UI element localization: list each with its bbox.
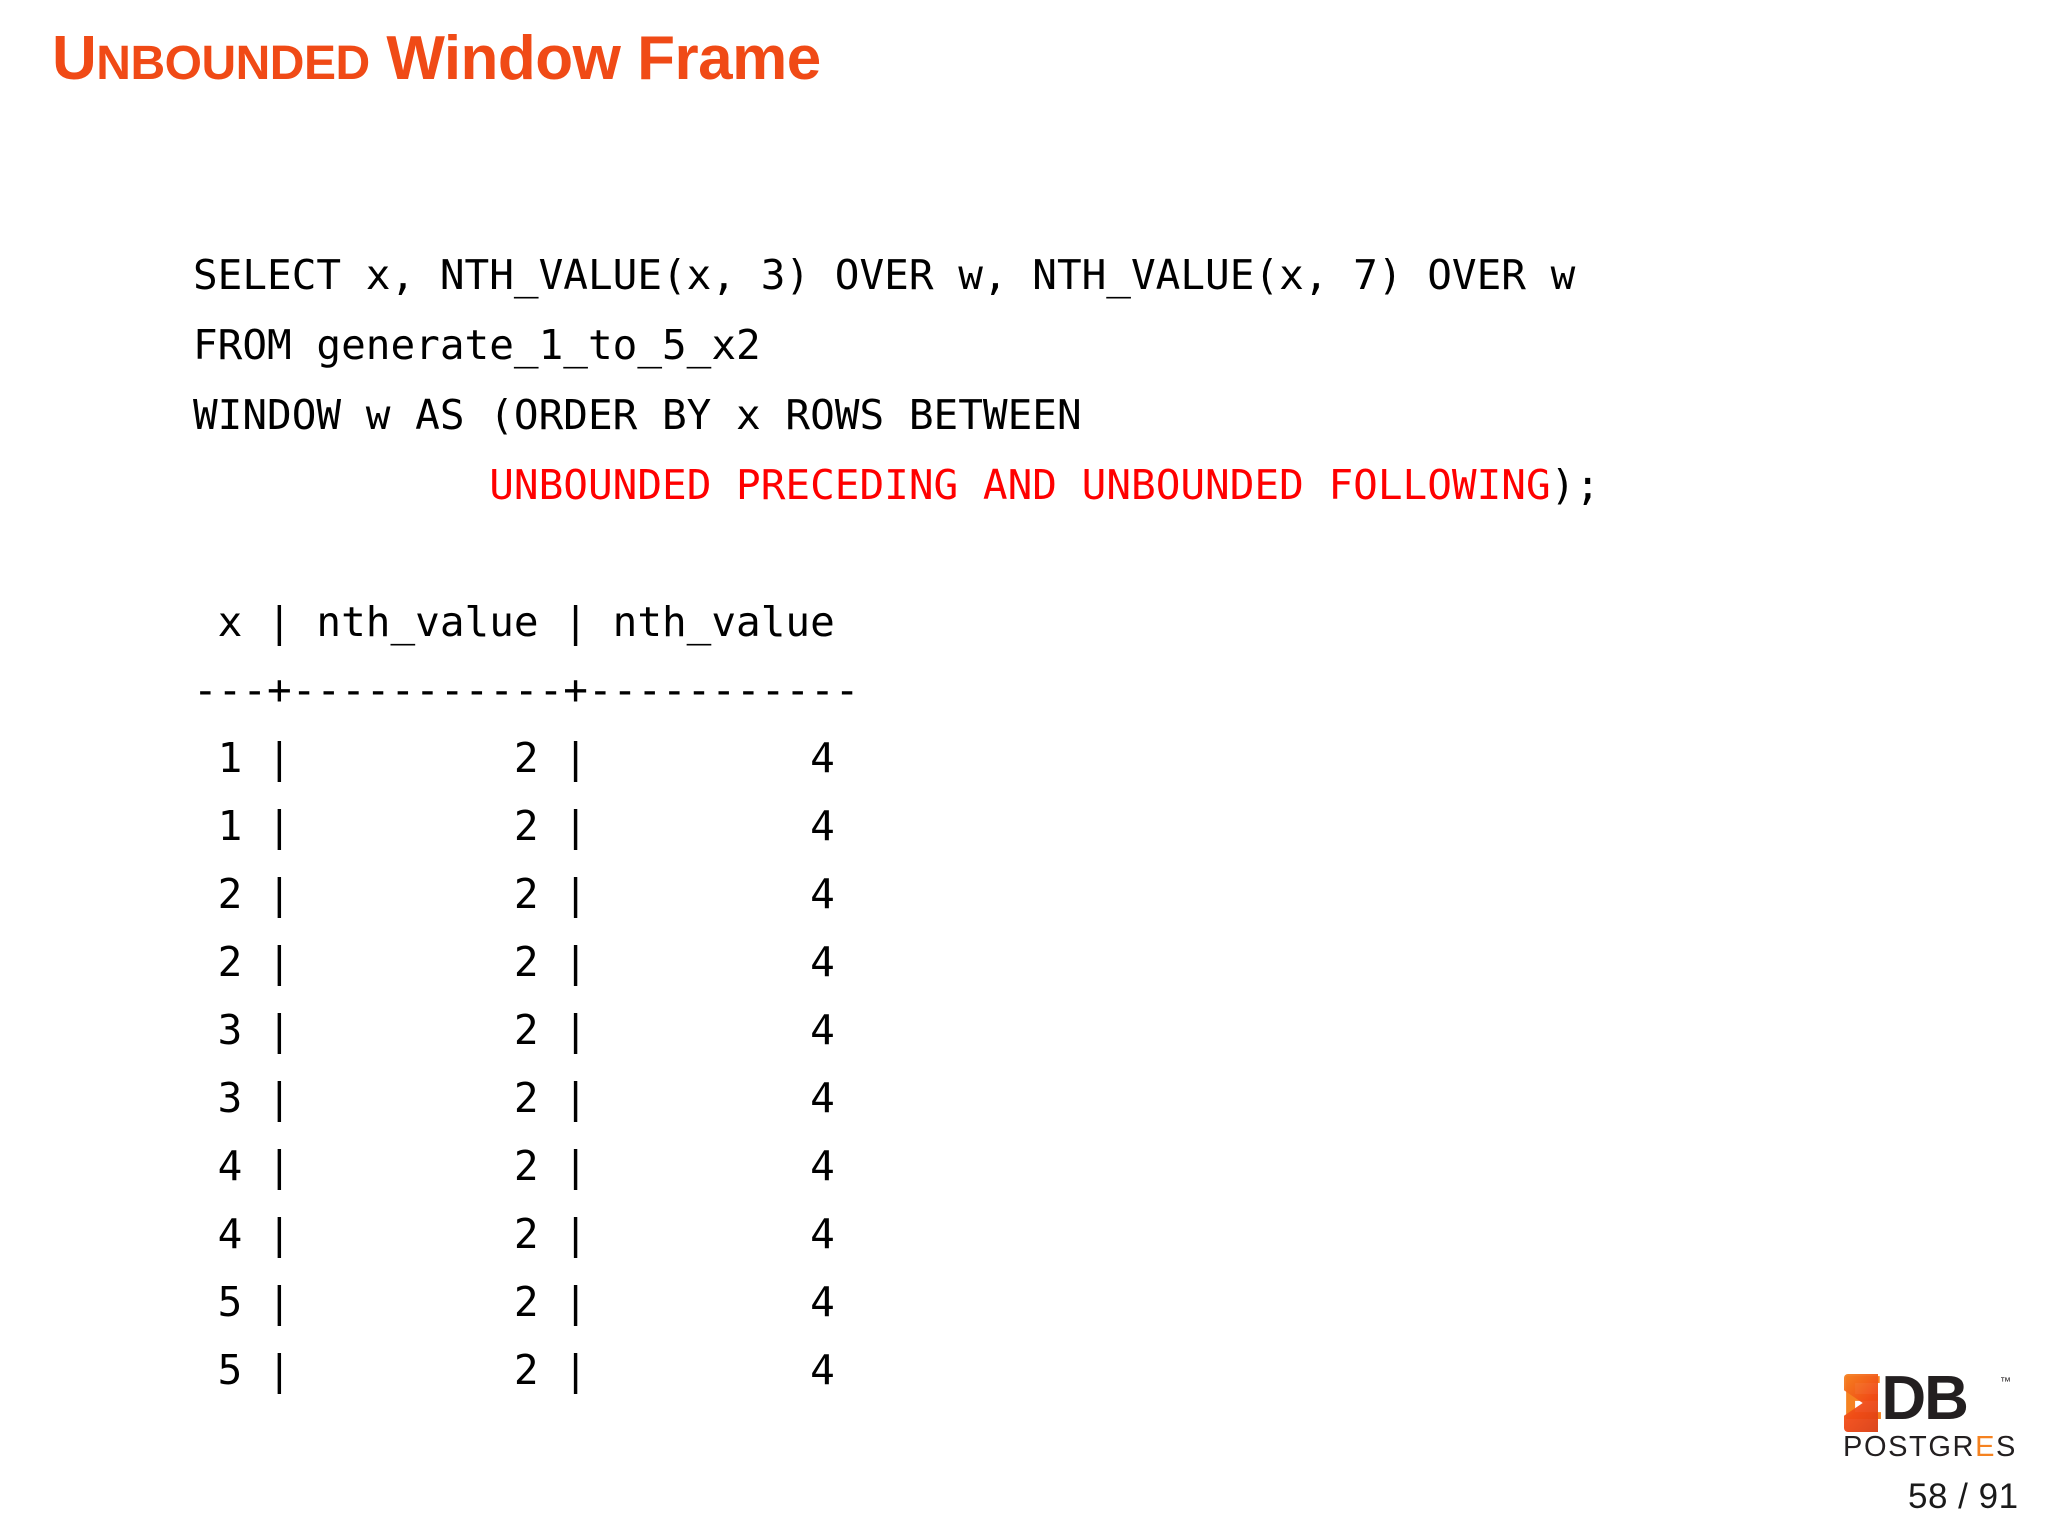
- code-line-window: WINDOW w AS (ORDER BY x ROWS BETWEEN: [193, 391, 1082, 439]
- edb-subtitle-post: S: [1996, 1431, 2017, 1463]
- query-result-table: x | nth_value | nth_value ---+----------…: [193, 588, 859, 1404]
- code-line-select: SELECT x, NTH_VALUE(x, 3) OVER w, NTH_VA…: [193, 251, 1576, 299]
- edb-subtitle-pre: POSTGR: [1843, 1431, 1976, 1463]
- trademark-icon: ™: [2000, 1376, 2011, 1388]
- edb-postgres-logo: EDB ™ POSTGRES: [1842, 1366, 2015, 1478]
- table-row: 4 | 2 | 4: [193, 1142, 835, 1190]
- sql-code-block: SELECT x, NTH_VALUE(x, 3) OVER w, NTH_VA…: [193, 240, 1600, 520]
- page-title-tail: Window Frame: [369, 24, 821, 93]
- page-title-initial: U: [52, 24, 97, 93]
- table-row: 4 | 2 | 4: [193, 1210, 835, 1258]
- table-row: 5 | 2 | 4: [193, 1346, 835, 1394]
- table-row: 1 | 2 | 4: [193, 734, 835, 782]
- table-row: 5 | 2 | 4: [193, 1278, 835, 1326]
- code-line-from: FROM generate_1_to_5_x2: [193, 321, 761, 369]
- code-highlight-unbounded-frame: UNBOUNDED PRECEDING AND UNBOUNDED FOLLOW…: [489, 461, 1551, 509]
- page-title: UNBOUNDED Window Frame: [52, 26, 821, 91]
- code-line-frame-tail: );: [1550, 461, 1601, 509]
- edb-letters-db: DB: [1881, 1364, 1969, 1433]
- slide-page-number: 58 / 91: [1908, 1477, 2019, 1516]
- table-row: 3 | 2 | 4: [193, 1074, 835, 1122]
- edb-wordmark: EDB ™: [1842, 1366, 2011, 1438]
- result-separator-row: ---+-----------+-----------: [193, 666, 860, 714]
- code-line-frame-indent: [193, 461, 489, 509]
- page-title-smallcaps: NBOUNDED: [96, 37, 370, 90]
- result-header-row: x | nth_value | nth_value: [193, 598, 835, 646]
- table-row: 2 | 2 | 4: [193, 870, 835, 918]
- edb-subtitle-e: E: [1975, 1431, 1997, 1463]
- table-row: 2 | 2 | 4: [193, 938, 835, 986]
- table-row: 1 | 2 | 4: [193, 802, 835, 850]
- table-row: 3 | 2 | 4: [193, 1006, 835, 1054]
- edb-subtitle: POSTGRES: [1843, 1430, 2017, 1464]
